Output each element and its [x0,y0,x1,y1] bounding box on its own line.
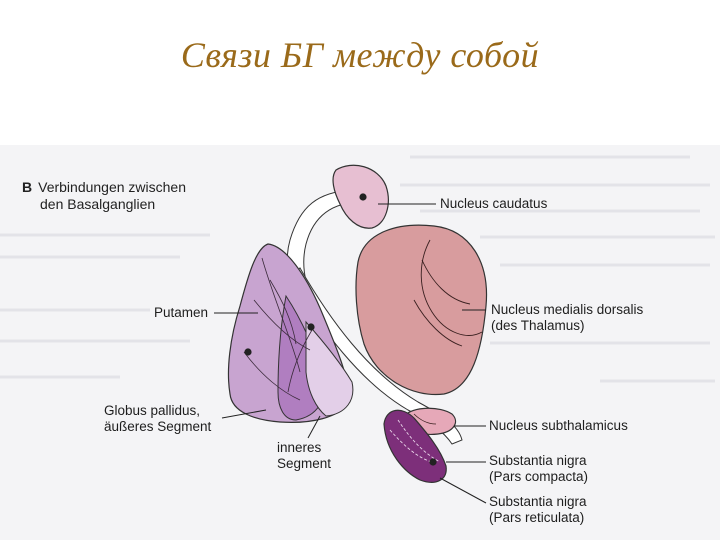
substantia-nigra-neuron-dot [429,458,437,466]
caudatus-neuron-dot [359,193,367,201]
label-sn-reticulata-line1: Substantia nigra [489,494,587,509]
panel-letter: B [22,179,33,195]
faint-scan-text-lines [0,155,715,383]
label-globus-pallidus-externus: Globus pallidus, äußeres Segment [104,403,211,435]
panel-heading-line1: Verbindungen zwischen [38,179,187,195]
putamen-neuron-dot [307,323,315,331]
thalamus-shape [355,224,488,396]
label-sn-compacta-line2: (Pars compacta) [489,469,589,484]
panel-heading-line2: den Basalganglien [40,196,156,212]
label-nucleus-medialis-dorsalis: Nucleus medialis dorsalis (des Thalamus) [491,302,643,334]
label-inneres-segment: inneres Segment [277,440,331,472]
label-nucleus-medialis-line2: (des Thalamus) [491,318,585,333]
label-substantia-nigra-compacta: Substantia nigra (Pars compacta) [489,453,588,485]
label-inneres-line2: Segment [277,456,332,471]
label-nucleus-caudatus: Nucleus caudatus [440,196,548,211]
globus-pallidus-internus-shape [305,320,354,417]
substantia-nigra-fibers [389,419,441,463]
label-globus-line1: Globus pallidus, [104,403,201,418]
slide-title: Связи БГ между собой [180,35,540,75]
label-nucleus-subthalamicus: Nucleus subthalamicus [489,418,628,433]
label-globus-line2: äußeres Segment [104,419,212,434]
label-sn-reticulata-line2: (Pars reticulata) [489,510,585,525]
label-nucleus-medialis-line1: Nucleus medialis dorsalis [491,302,644,317]
label-substantia-nigra-reticulata: Substantia nigra (Pars reticulata) [489,494,587,526]
putamen-fibers [243,257,313,401]
leader-lines [214,203,487,504]
label-inneres-line1: inneres [277,440,322,455]
label-sn-compacta-line1: Substantia nigra [489,453,587,468]
globus-externus-neuron-dot [244,348,252,356]
thalamus-inner-contours [413,239,483,347]
panel-heading: B Verbindungen zwischen den Basalganglien [22,179,186,213]
label-putamen: Putamen [154,305,209,320]
subthalamicus-fiber [413,413,437,425]
